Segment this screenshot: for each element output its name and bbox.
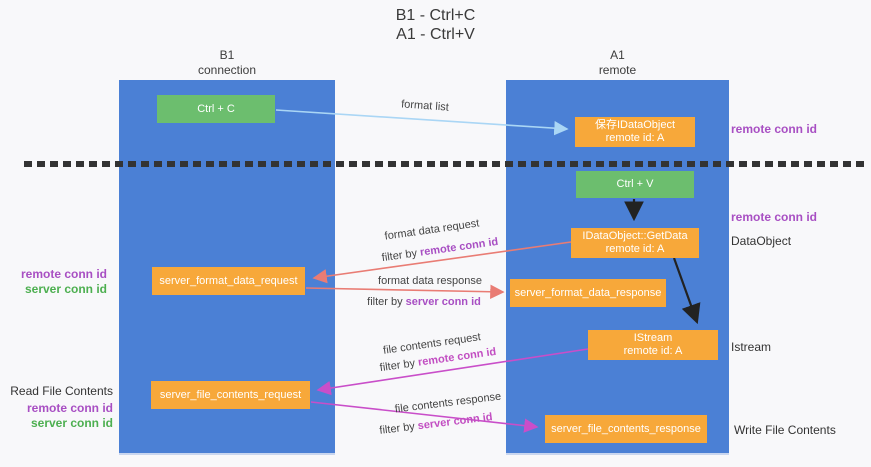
filter-key-server-conn-id: server conn id bbox=[405, 296, 481, 308]
node-ctrl-v: Ctrl + V bbox=[576, 171, 694, 198]
side-label-left-server-conn-id-1: server conn id bbox=[24, 282, 107, 296]
side-label-dataobject: DataObject bbox=[731, 234, 792, 248]
filter-by-text: filter by bbox=[378, 420, 416, 437]
title-line-2: A1 - Ctrl+V bbox=[396, 26, 475, 43]
node-ctrl-c: Ctrl + C bbox=[157, 95, 275, 123]
filter-key-server-conn-id: server conn id bbox=[417, 411, 494, 433]
lane-a1-subtitle: remote bbox=[598, 63, 637, 77]
label-format-response-filter: filter by server conn id bbox=[367, 296, 481, 308]
node-format-request-label: server_format_data_request bbox=[159, 274, 298, 287]
diagram-title: B1 - Ctrl+C A1 - Ctrl+V bbox=[0, 6, 871, 44]
arrow-format-data-response bbox=[305, 284, 505, 299]
label-format-list: format list bbox=[400, 98, 450, 114]
node-server-file-contents-request: server_file_contents_request bbox=[151, 381, 310, 409]
node-save-idataobject-line1: 保存IDataObject bbox=[594, 119, 676, 131]
node-istream: IStream remote id: A bbox=[588, 330, 718, 360]
label-format-data-response: format data response bbox=[378, 275, 482, 287]
title-line-1: B1 - Ctrl+C bbox=[395, 7, 476, 24]
side-label-write-file-contents: Write File Contents bbox=[734, 423, 836, 437]
node-getdata-line1: IDataObject::GetData bbox=[582, 230, 688, 242]
node-server-format-data-request: server_format_data_request bbox=[152, 267, 305, 295]
node-istream-line1: IStream bbox=[633, 332, 673, 344]
side-label-left-remote-conn-id-2: remote conn id bbox=[26, 401, 113, 415]
node-save-idataobject: 保存IDataObject remote id: A bbox=[575, 117, 695, 147]
node-file-request-label: server_file_contents_request bbox=[159, 388, 302, 401]
side-label-remote-conn-id-mid: remote conn id bbox=[731, 210, 818, 224]
lane-b1-name: B1 bbox=[219, 48, 235, 62]
filter-by-text: filter by bbox=[367, 296, 403, 308]
lane-b1-subtitle: connection bbox=[197, 63, 257, 77]
lane-header-b1: B1 connection bbox=[119, 48, 335, 78]
node-save-idataobject-line2: remote id: A bbox=[605, 132, 665, 144]
side-label-left-remote-conn-id-1: remote conn id bbox=[20, 267, 107, 281]
filter-by-text: filter by bbox=[381, 247, 418, 265]
node-ctrl-c-label: Ctrl + C bbox=[197, 102, 235, 115]
lane-header-a1: A1 remote bbox=[506, 48, 729, 78]
side-label-remote-conn-id-top: remote conn id bbox=[731, 122, 818, 136]
label-format-data-request: format data request bbox=[383, 217, 481, 243]
node-ctrl-v-label: Ctrl + V bbox=[616, 178, 654, 190]
node-getdata-line2: remote id: A bbox=[605, 243, 665, 255]
filter-key-remote-conn-id: remote conn id bbox=[419, 235, 499, 259]
filter-by-text: filter by bbox=[379, 357, 416, 375]
side-label-left-server-conn-id-2: server conn id bbox=[30, 416, 113, 430]
node-server-file-contents-response: server_file_contents_response bbox=[545, 415, 707, 443]
side-label-read-file-contents: Read File Contents bbox=[10, 384, 113, 398]
session-divider-dashed-line bbox=[24, 161, 866, 167]
side-label-istream: Istream bbox=[731, 340, 772, 354]
lane-a1-name: A1 bbox=[610, 48, 625, 62]
node-server-format-data-response: server_format_data_response bbox=[510, 279, 666, 307]
node-istream-line2: remote id: A bbox=[623, 345, 683, 357]
node-idataobject-getdata: IDataObject::GetData remote id: A bbox=[571, 228, 699, 258]
node-format-response-label: server_format_data_response bbox=[514, 286, 662, 299]
node-file-response-label: server_file_contents_response bbox=[551, 422, 701, 435]
